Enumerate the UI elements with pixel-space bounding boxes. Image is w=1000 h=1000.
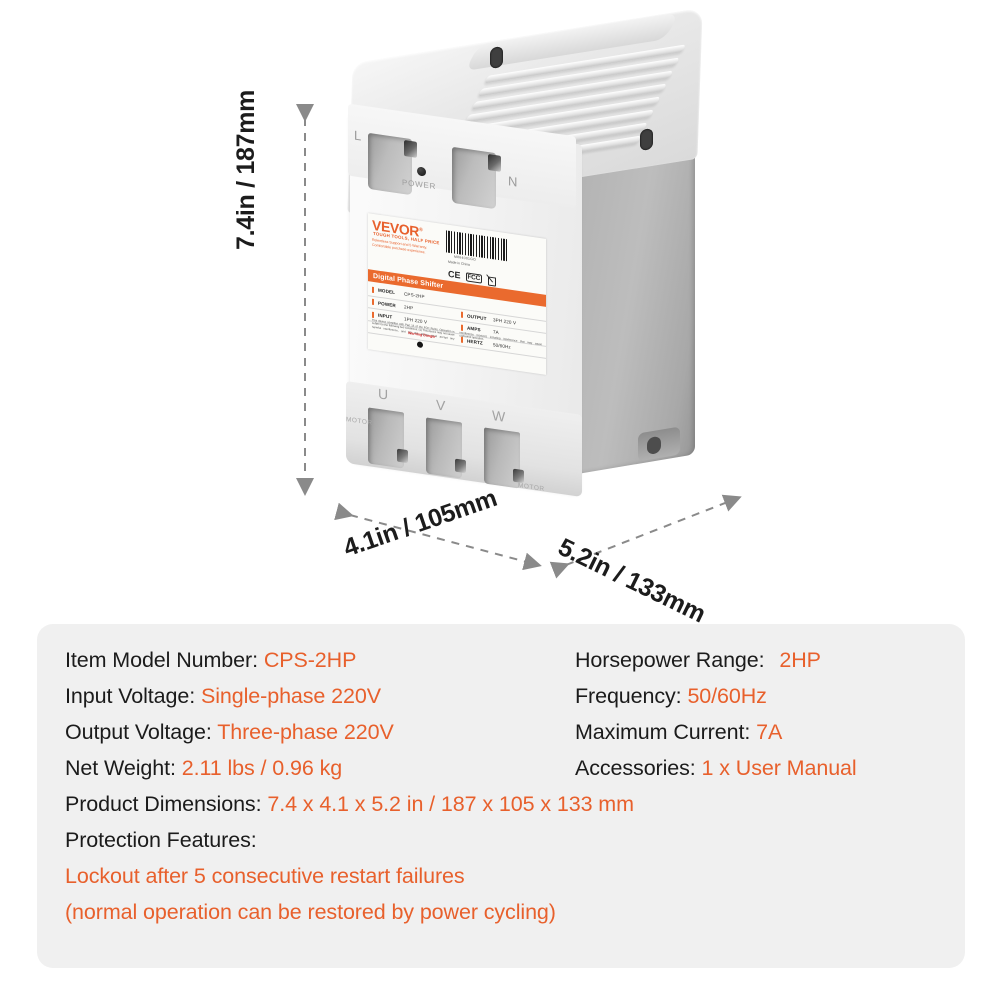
product-spec-label: VEVOR® TOUGH TOOLS, HALF PRICE Relentles…	[368, 213, 546, 375]
spec-frequency: Frequency: 50/60Hz	[575, 684, 767, 708]
spec-product-dimensions: Product Dimensions: 7.4 x 4.1 x 5.2 in /…	[65, 792, 634, 816]
spec-protection-line-1: Lockout after 5 consecutive restart fail…	[65, 864, 465, 888]
input-terminal-l-label: L	[354, 127, 362, 144]
spec-accessories: Accessories: 1 x User Manual	[575, 756, 857, 780]
spec-protection-heading: Protection Features:	[65, 828, 257, 852]
weee-bin-icon	[487, 274, 495, 285]
output-terminal-u-label: U	[378, 385, 389, 403]
spec-item-model-number: Item Model Number: CPS-2HP	[65, 648, 357, 672]
spec-input-voltage: Input Voltage: Single-phase 220V	[65, 684, 381, 708]
power-led-indicator	[417, 166, 426, 177]
spec-column-left: Item Model Number: CPS-2HP Input Voltage…	[65, 642, 575, 786]
spec-output-voltage: Output Voltage: Three-phase 220V	[65, 720, 394, 744]
spec-horsepower-range: Horsepower Range: 2HP	[575, 648, 821, 672]
specification-panel: Item Model Number: CPS-2HP Input Voltage…	[37, 624, 965, 968]
output-terminal-w	[484, 427, 520, 489]
ce-mark-icon: CE	[448, 268, 461, 281]
spec-column-right: Horsepower Range: 2HP Frequency: 50/60Hz…	[575, 642, 945, 786]
input-terminal-n	[452, 146, 496, 210]
output-terminal-u	[368, 407, 404, 469]
spec-net-weight: Net Weight: 2.11 lbs / 0.96 kg	[65, 756, 343, 780]
spec-wide-rows: Product Dimensions: 7.4 x 4.1 x 5.2 in /…	[65, 786, 945, 930]
spec-protection-line-2: (normal operation can be restored by pow…	[65, 900, 556, 924]
output-terminal-v-label: V	[436, 396, 446, 414]
input-terminal-n-label: N	[508, 173, 518, 190]
output-terminal-v	[426, 417, 462, 479]
phase-converter-device: L N POWER VEVOR® TOUGH TOOLS, HALF PRICE…	[340, 7, 740, 528]
fcc-mark-icon: FCC	[465, 271, 482, 284]
product-photo-area: 7.4in / 187mm 4.1in / 105mm 5.2in / 133m…	[0, 0, 1000, 620]
depth-dimension-line	[549, 494, 742, 579]
output-terminal-w-label: W	[492, 407, 506, 425]
origin-text: Made in China	[448, 259, 470, 267]
warning-dot-icon	[417, 341, 423, 349]
width-dimension-line	[334, 502, 542, 571]
spec-maximum-current: Maximum Current: 7A	[575, 720, 783, 744]
dimension-arrows	[296, 104, 742, 579]
height-dimension-label: 7.4in / 187mm	[232, 89, 260, 250]
